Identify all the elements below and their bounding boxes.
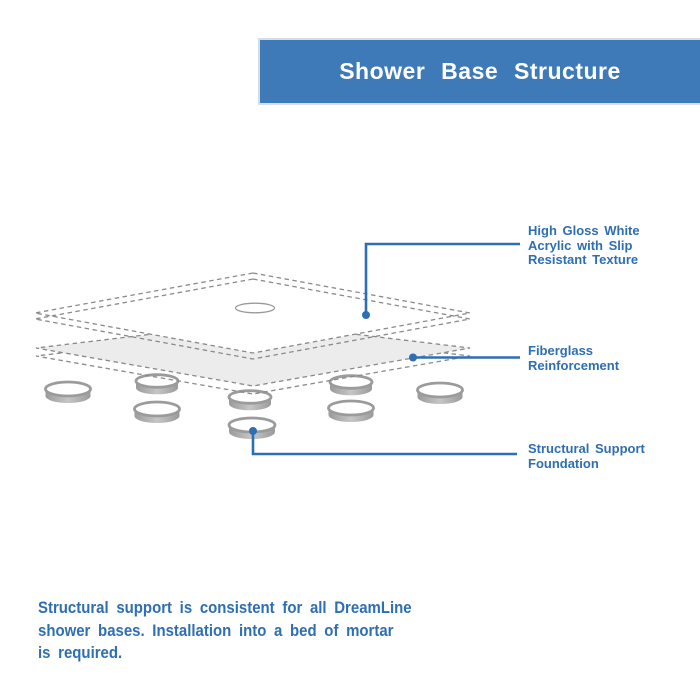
support-ring-left [44, 380, 92, 403]
footer-line2: shower bases. Installation into a bed of… [38, 620, 394, 640]
leader-dot-support [249, 427, 257, 435]
support-ring-back-right [328, 374, 374, 396]
leader-dot-acrylic [362, 311, 370, 319]
acrylic-top-layer [34, 272, 471, 360]
leader-support [251, 431, 517, 456]
footer-line1: Structural support is consistent for all… [38, 598, 412, 617]
leader-lines [251, 242, 520, 456]
label-acrylic-line1: High Gloss White [528, 223, 640, 238]
support-ring-mid-left [133, 400, 181, 423]
page-title: Shower Base Structure [339, 58, 621, 84]
label-acrylic-line2: Acrylic with Slip [528, 237, 633, 253]
label-support: Structural Support Foundation [528, 441, 645, 471]
footer-note: Structural support is consistent for all… [38, 597, 412, 665]
label-support-line1: Structural Support [528, 441, 645, 456]
fiberglass-layer [35, 321, 471, 395]
leader-acrylic [364, 242, 520, 315]
label-fiberglass: Fiberglass Reinforcement [528, 343, 620, 373]
support-ring-right [416, 381, 464, 404]
support-ring-back-center [227, 389, 273, 411]
support-ring-mid-right [327, 399, 375, 423]
label-fiberglass-line2: Reinforcement [528, 357, 620, 373]
label-acrylic-line3: Resistant Texture [528, 252, 639, 267]
footer-line3: is required. [38, 643, 123, 662]
label-fiberglass-line1: Fiberglass [528, 343, 594, 358]
label-support-line2: Foundation [528, 455, 599, 471]
leader-dots [249, 311, 417, 435]
label-acrylic: High Gloss White Acrylic with Slip Resis… [528, 223, 640, 268]
leader-dot-fiberglass [409, 353, 417, 362]
title-banner: Shower Base Structure [258, 38, 700, 105]
drain-opening [234, 302, 276, 314]
